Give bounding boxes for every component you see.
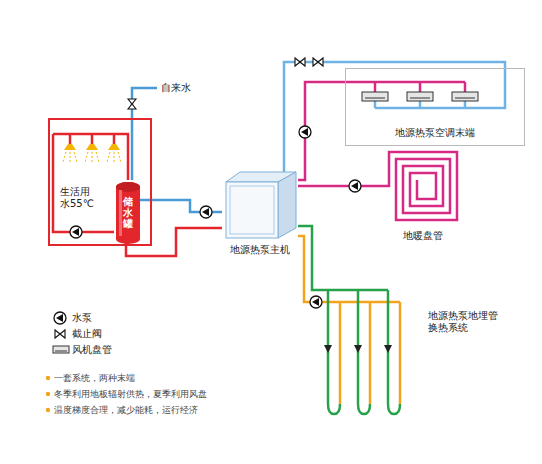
ground-label: 地源热泵地埋管 换热系统 xyxy=(428,310,510,334)
supply-pipe xyxy=(464,82,467,92)
note: 冬季利用地板辐射供热，夏季利用风盘 xyxy=(54,388,207,400)
note: 一套系统，两种末端 xyxy=(54,372,135,384)
tap-pipe xyxy=(132,88,157,180)
hot-pipe xyxy=(53,134,128,180)
tank-label: 储水罐 xyxy=(123,196,133,229)
storage-tank: 储水罐 xyxy=(116,182,140,244)
floor-coil-path xyxy=(380,152,457,220)
room-label: 生活用 水55℃ xyxy=(60,186,100,210)
legend-text: 水泵 xyxy=(72,312,92,324)
unit-label: 地源热泵主机 xyxy=(230,244,290,256)
ground-supply-pipe xyxy=(312,282,388,290)
return-pipe xyxy=(284,62,505,172)
terminal-label: 地源热泵空调末端 xyxy=(395,127,475,139)
legend-text: 风机盘管 xyxy=(72,344,112,356)
water-pump xyxy=(299,126,311,138)
stop-valve xyxy=(295,58,305,66)
tap-water-label: 自来水 xyxy=(161,82,191,94)
loop-down-leg xyxy=(388,290,400,414)
ground-return-pipe xyxy=(298,236,400,302)
stop-valve xyxy=(313,58,323,66)
flow-arrow xyxy=(324,345,332,353)
loop-up-leg xyxy=(339,302,342,404)
loop-down-leg xyxy=(358,290,370,414)
shower-pipe xyxy=(69,134,72,144)
return-pipe xyxy=(419,101,422,108)
water-pump xyxy=(349,180,361,192)
flow-arrow xyxy=(354,345,362,353)
pipe-connector xyxy=(298,82,345,180)
shower-spray xyxy=(63,152,121,163)
shower-pipe xyxy=(113,134,116,144)
shower-pipe xyxy=(91,134,94,144)
return-pipe xyxy=(464,101,467,108)
legend-text: 截止阀 xyxy=(72,328,102,340)
hot-pipe xyxy=(53,134,114,232)
flow-arrow xyxy=(384,345,392,353)
shower-heads xyxy=(64,144,120,150)
supply-pipe xyxy=(345,81,465,84)
note: 温度梯度合理，减少能耗，运行经济 xyxy=(54,404,198,416)
legend-valve-symbol xyxy=(55,330,65,338)
hot-return-pipe xyxy=(126,228,222,256)
return-pipe xyxy=(374,101,377,108)
water-pump xyxy=(70,226,82,238)
ground-loop-field: 地源热泵地埋管 换热系统 xyxy=(300,282,530,432)
pipe-connector xyxy=(298,185,380,188)
hot-water-room: 生活用 水55℃ 储水罐 xyxy=(48,118,152,246)
loop-up-leg xyxy=(399,302,402,404)
fan-coil-units xyxy=(362,92,478,101)
floor-label: 地暖盘管 xyxy=(403,230,443,242)
loop-up-leg xyxy=(369,302,372,404)
note-bullets xyxy=(46,376,50,412)
legend-symbols xyxy=(53,346,69,353)
floor-coil xyxy=(380,152,457,220)
ground-loops xyxy=(324,290,400,414)
supply-pipe xyxy=(419,82,422,92)
stop-valve xyxy=(128,99,136,109)
pipe-connector xyxy=(298,226,312,282)
unit-outline xyxy=(222,168,298,240)
fan-coil-terminal: 地源热泵空调末端 xyxy=(345,68,525,146)
heat-pump-unit: 地源热泵主机 xyxy=(222,168,298,260)
legend-pump-symbol xyxy=(54,312,66,324)
floor-heating: 地暖盘管 xyxy=(380,150,466,248)
water-pump xyxy=(200,206,212,218)
water-pump xyxy=(310,296,322,308)
loop-down-leg xyxy=(328,290,340,414)
supply-pipe xyxy=(374,82,377,92)
